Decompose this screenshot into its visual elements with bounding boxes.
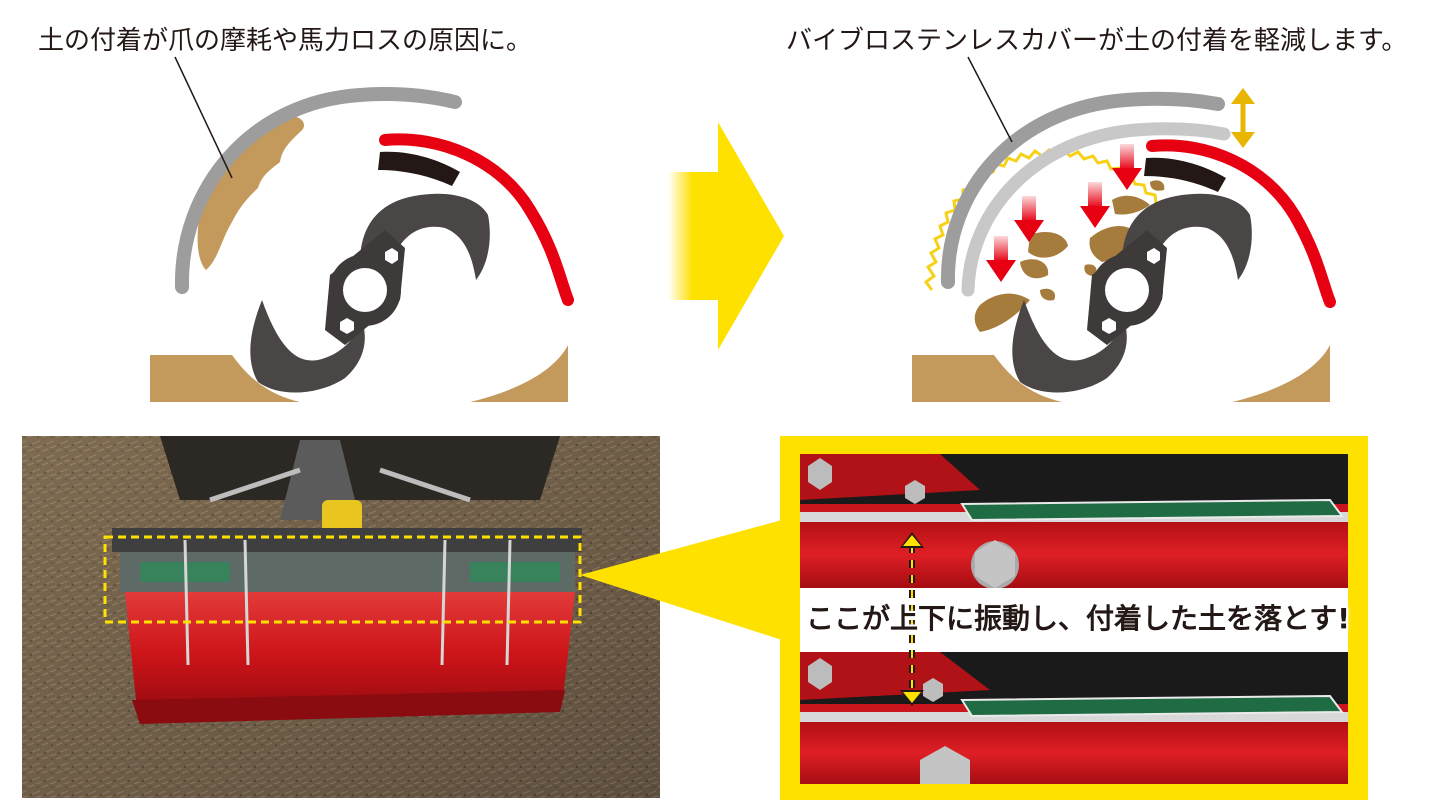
right-rubber — [1144, 157, 1226, 192]
left-ground — [150, 355, 300, 402]
left-leader-line — [174, 56, 233, 179]
double-arrow-vertical-icon — [1231, 88, 1255, 148]
left-ground-right — [470, 345, 568, 402]
right-red-cover — [1146, 139, 1336, 308]
left-soil-buildup — [197, 116, 305, 270]
right-blade-lower — [1012, 300, 1127, 393]
left-rubber — [378, 151, 460, 186]
callout-connector — [580, 520, 782, 640]
right-ground-right — [1232, 345, 1330, 402]
left-hub — [325, 230, 405, 345]
left-caption: 土の付着が爪の摩耗や馬力ロスの原因に。 — [38, 26, 533, 56]
right-leader-line — [967, 56, 1013, 143]
callout-text: ここが上下に振動し、付着した土を落とす! — [806, 602, 1350, 635]
right-cover-lower — [961, 122, 1231, 297]
right-diagram — [912, 56, 1336, 402]
down-arrow-icon — [1080, 182, 1110, 228]
tiller-photo — [22, 436, 660, 798]
right-cover-upper — [940, 91, 1225, 289]
down-arrow-icon — [986, 236, 1016, 282]
right-hub — [1087, 230, 1167, 345]
down-arrow-icon — [1112, 144, 1142, 190]
down-arrow-icon — [1014, 196, 1044, 242]
left-cover — [174, 87, 462, 294]
left-blade-lower — [250, 300, 365, 393]
right-caption: バイブロステンレスカバーが土の付着を軽減します。 — [786, 26, 1408, 56]
detail-callout-box — [780, 436, 1368, 800]
left-diagram — [150, 56, 574, 402]
left-red-cover — [379, 133, 574, 306]
right-ground — [912, 355, 1062, 402]
right-arrow-icon — [668, 122, 784, 350]
vibration-dotted-arrow — [900, 532, 924, 706]
detail-photo-bottom — [800, 652, 1348, 784]
detail-photo-top — [800, 454, 1348, 589]
falling-soil — [974, 180, 1165, 332]
